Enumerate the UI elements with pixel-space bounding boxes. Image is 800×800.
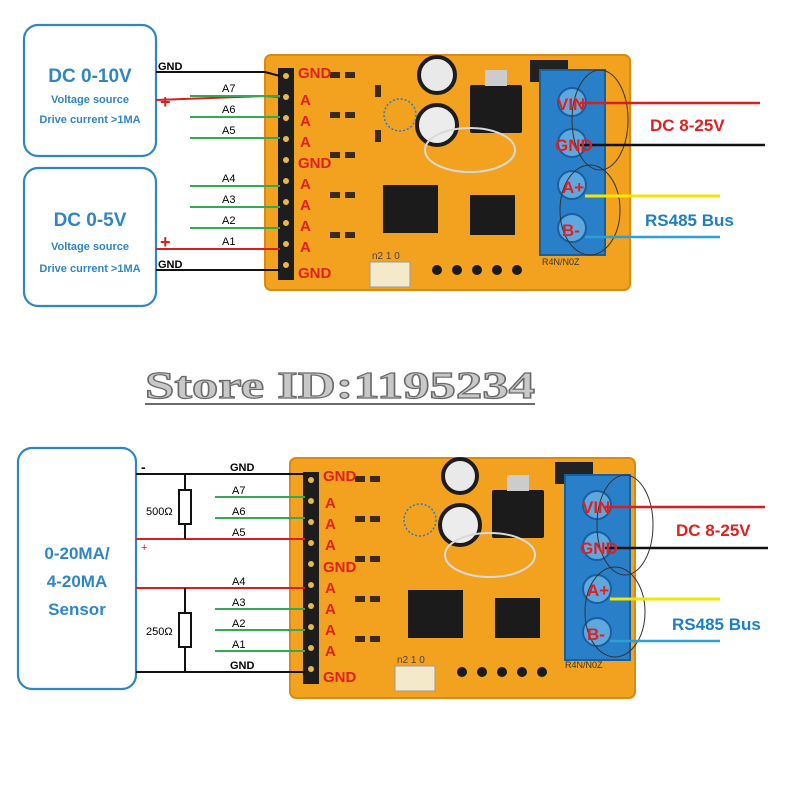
pcb-board <box>264 54 631 291</box>
board-pin-a5-bottom: A <box>325 537 336 554</box>
resistor-label-500: 500Ω <box>146 506 173 518</box>
source-5v-line2: Drive current >1MA <box>39 263 140 275</box>
wire-label-gnd-bottom: GND <box>158 259 183 271</box>
source-10v-line1: Voltage source <box>51 94 129 106</box>
sensor-box <box>16 446 138 691</box>
board-pin-a2: A <box>300 218 311 235</box>
voltage-regulator-bottom <box>492 490 544 538</box>
wire-label-a2-bottom: A2 <box>232 618 245 630</box>
terminal-label-vin-bottom: VIN <box>582 498 610 517</box>
board-pin-a5: A <box>300 134 311 151</box>
wire-label-a5-bottom: A5 <box>232 527 245 539</box>
adc-chip <box>383 185 438 233</box>
capacitor-3 <box>441 457 479 495</box>
wire-label-a1-bottom: A1 <box>232 639 245 651</box>
wire-label-a7: A7 <box>222 83 235 95</box>
sensor-line3: Sensor <box>48 600 106 619</box>
wire-label-minus: - <box>141 459 146 475</box>
board-pin-a7: A <box>300 92 311 109</box>
board-pin-a2-bottom: A <box>325 622 336 639</box>
sensor-source: 0-20MA/ 4-20MA Sensor <box>16 446 138 691</box>
board-pin-a1-bottom: A <box>325 643 336 660</box>
sensor-line2: 4-20MA <box>47 572 107 591</box>
source-5v-line1: Voltage source <box>51 241 129 253</box>
wire-label-a2: A2 <box>222 215 235 227</box>
capacitor-2 <box>415 103 459 147</box>
source-5v-title: DC 0-5V <box>54 210 127 231</box>
resistor-label-250: 250Ω <box>146 626 173 638</box>
svg-text:n2 1 0: n2 1 0 <box>397 655 425 666</box>
board-pin-gnd1: GND <box>298 65 332 82</box>
wire-label-gnd-bottom-bottom: GND <box>230 660 255 672</box>
top-board: n2 1 0 R4N/N0Z GND A A A GND A A A A GND <box>264 54 631 291</box>
source-10v: DC 0-10V Voltage source Drive current >1… <box>22 23 158 158</box>
wire-label-a5: A5 <box>222 125 235 137</box>
top-output-wires <box>580 101 765 239</box>
board-pin-a4-bottom: A <box>325 580 336 597</box>
pin-header-bottom <box>303 472 319 684</box>
capacitor-1 <box>417 55 457 95</box>
board-pin-a1: A <box>300 239 311 256</box>
terminal-label-a: A+ <box>562 178 584 197</box>
store-id-text: Store ID:1195234 <box>145 365 535 407</box>
board-pin-a6-bottom: A <box>325 516 336 533</box>
terminal-label-a-bottom: A+ <box>587 581 609 600</box>
bottom-output-wires <box>605 505 768 643</box>
voltage-regulator <box>470 85 522 133</box>
terminal-label-b-bottom: B- <box>587 625 605 644</box>
rs485-chip <box>470 195 515 235</box>
wire-label-gnd-top-bottom: GND <box>230 462 255 474</box>
terminal-label-b: B- <box>562 221 580 240</box>
wire-label-a6: A6 <box>222 104 235 116</box>
address-jumper-bottom <box>394 665 436 692</box>
source-5v: DC 0-5V Voltage source Drive current >1M… <box>22 166 158 308</box>
terminal-label-gnd-bottom: GND <box>580 539 618 558</box>
top-input-wires <box>155 71 281 271</box>
power-label-top: DC 8-25V <box>650 116 725 135</box>
source-10v-box <box>22 23 158 158</box>
wire-label-a6-bottom: A6 <box>232 506 245 518</box>
sensor-line1: 0-20MA/ <box>44 544 109 563</box>
wire-label-gnd-top: GND <box>158 61 183 73</box>
power-label-bottom: DC 8-25V <box>676 521 751 540</box>
svg-text:n2 1 0: n2 1 0 <box>372 251 400 262</box>
svg-text:R4N/N0Z: R4N/N0Z <box>565 660 603 670</box>
bus-label-bottom: RS485 Bus <box>672 615 761 634</box>
board-pin-a7-bottom: A <box>325 495 336 512</box>
wire-label-plus: + <box>141 542 147 554</box>
wire-label-a1: A1 <box>222 236 235 248</box>
board-pin-gnd1-bottom: GND <box>323 468 357 485</box>
board-pin-a3-bottom: A <box>325 601 336 618</box>
wire-label-plus-bottom: + <box>160 232 171 252</box>
source-10v-title: DC 0-10V <box>48 66 132 87</box>
board-pin-gnd3: GND <box>298 265 332 282</box>
board-pin-gnd2-bottom: GND <box>323 559 357 576</box>
terminal-label-gnd: GND <box>555 136 593 155</box>
wire-label-plus-top: + <box>160 92 171 112</box>
terminal-label-vin: VIN <box>557 95 585 114</box>
wire-label-a3: A3 <box>222 194 235 206</box>
source-5v-box <box>22 166 158 308</box>
svg-text:R4N/N0Z: R4N/N0Z <box>542 257 580 267</box>
source-10v-line2: Drive current >1MA <box>39 114 140 126</box>
top-diagram: n2 1 0 R4N/N0Z GND A A A GND A A A A GND <box>22 23 765 308</box>
board-pin-a4: A <box>300 176 311 193</box>
rs485-chip-bottom <box>495 598 540 638</box>
bottom-board: n2 1 0 R4N/N0Z GND A A A GND A A A A GND <box>289 457 654 699</box>
bottom-diagram: n2 1 0 R4N/N0Z GND A A A GND A A A A GND <box>16 446 768 699</box>
pin-header <box>278 68 294 280</box>
bottom-input-wires <box>136 473 305 673</box>
board-pin-a6: A <box>300 113 311 130</box>
board-pin-gnd2: GND <box>298 155 332 172</box>
adc-chip-bottom <box>408 590 463 638</box>
wire-label-a4-bottom: A4 <box>232 576 245 588</box>
bus-label-top: RS485 Bus <box>645 211 734 230</box>
wire-label-a3-bottom: A3 <box>232 597 245 609</box>
wire-label-a7-bottom: A7 <box>232 485 245 497</box>
address-jumper <box>369 261 411 288</box>
board-pin-a3: A <box>300 197 311 214</box>
wire-label-a4: A4 <box>222 173 235 185</box>
board-pin-gnd3-bottom: GND <box>323 669 357 686</box>
